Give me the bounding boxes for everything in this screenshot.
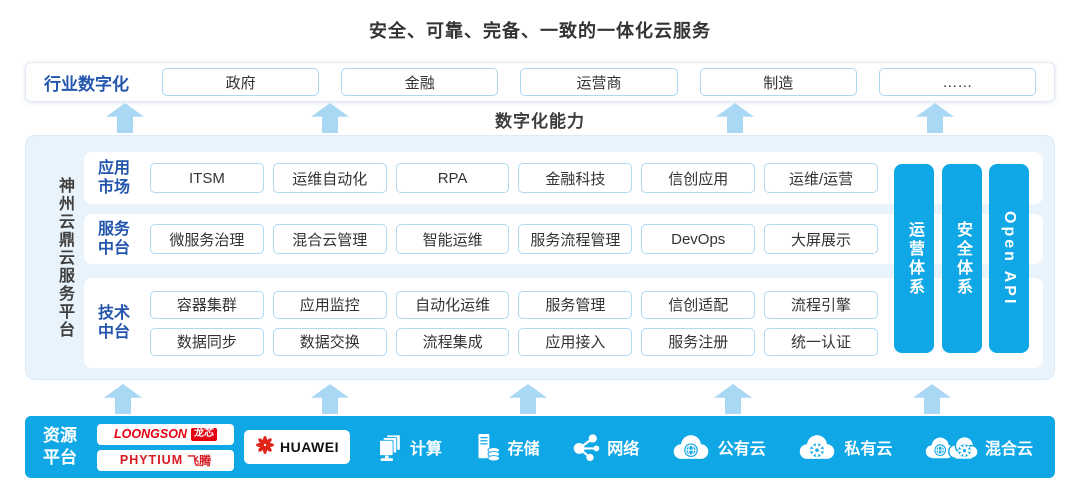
item-data-exchange: 数据交换 bbox=[272, 327, 387, 356]
industry-row: 行业数字化 政府 金融 运营商 制造 …… bbox=[25, 62, 1055, 102]
item-xinchuang-app: 信创应用 bbox=[641, 163, 756, 193]
up-arrow-icon bbox=[509, 384, 547, 414]
item-service-mgmt: 服务管理 bbox=[518, 290, 633, 319]
diagram-title: 安全、可靠、完备、一致的一体化云服务 bbox=[369, 21, 711, 41]
resource-label: 网络 bbox=[607, 441, 640, 458]
up-arrow-icon bbox=[714, 384, 752, 414]
service-platform-row: 服务中台 微服务治理 混合云管理 智能运维 服务流程管理 DevOps 大屏展示 bbox=[84, 214, 1043, 264]
loongson-logo: LOONGSON 龙芯 bbox=[97, 423, 234, 445]
resource-public-cloud: 公有云 bbox=[671, 433, 766, 461]
resource-storage: 存储 bbox=[474, 433, 540, 462]
resource-private-cloud: 私有云 bbox=[797, 433, 892, 461]
resource-label: 计算 bbox=[410, 441, 443, 458]
resource-platform-label: 资源平台 bbox=[43, 425, 77, 467]
network-icon bbox=[571, 433, 600, 462]
tech-platform-items-top: 容器集群 应用监控 自动化运维 服务管理 信创适配 流程引擎 bbox=[150, 290, 878, 319]
item-dashboard-display: 大屏展示 bbox=[764, 224, 878, 254]
resource-label: 存储 bbox=[507, 441, 540, 458]
loongson-cn-badge: 龙芯 bbox=[190, 427, 217, 441]
huawei-flower-icon bbox=[255, 435, 275, 460]
app-market-items: ITSM 运维自动化 RPA 金融科技 信创应用 运维/运营 bbox=[150, 163, 878, 193]
resource-compute: 计算 bbox=[376, 433, 442, 462]
service-platform-label: 服务中台 bbox=[98, 220, 131, 257]
app-market-label: 应用市场 bbox=[98, 159, 131, 196]
pillar-operation-system: 运营体系 bbox=[894, 164, 934, 353]
item-unified-auth: 统一认证 bbox=[764, 327, 878, 356]
item-fintech: 金融科技 bbox=[518, 163, 633, 193]
platform-panel: 神州云鼎云服务平台 应用市场 ITSM 运维自动化 RPA 金融科技 信创应用 … bbox=[25, 135, 1055, 380]
item-aiops: 智能运维 bbox=[395, 224, 510, 254]
huawei-wordmark: HUAWEI bbox=[280, 439, 339, 455]
industry-item-manufacturing: 制造 bbox=[699, 68, 857, 96]
resource-hybrid-cloud: 混合云 bbox=[924, 433, 1033, 461]
item-data-sync: 数据同步 bbox=[150, 327, 264, 356]
item-container-cluster: 容器集群 bbox=[150, 290, 264, 319]
resource-items: 计算 bbox=[376, 433, 1037, 462]
item-app-access: 应用接入 bbox=[518, 327, 633, 356]
up-arrow-icon bbox=[913, 384, 951, 414]
tech-platform-row: 技术中台 容器集群 应用监控 自动化运维 服务管理 信创适配 流程引擎 数据同步… bbox=[84, 278, 1043, 368]
resource-label: 私有云 bbox=[844, 441, 893, 458]
capability-label: 数字化能力 bbox=[495, 112, 585, 131]
item-hybrid-cloud-mgmt: 混合云管理 bbox=[272, 224, 387, 254]
private-cloud-icon bbox=[797, 433, 837, 461]
public-cloud-icon bbox=[671, 433, 711, 461]
up-arrow-icon bbox=[104, 384, 142, 414]
tech-platform-label: 技术中台 bbox=[98, 304, 131, 341]
item-xinchuang-adaptation: 信创适配 bbox=[641, 290, 756, 319]
pillar-security-system: 安全体系 bbox=[942, 164, 982, 353]
phytium-cn-label: 飞腾 bbox=[187, 453, 212, 468]
industry-item-telecom: 运营商 bbox=[520, 68, 678, 96]
industry-item-government: 政府 bbox=[162, 68, 320, 96]
item-app-monitoring: 应用监控 bbox=[272, 290, 387, 319]
phytium-logo: PHYTIUM 飞腾 bbox=[97, 449, 234, 471]
item-ops-operation: 运维/运营 bbox=[764, 163, 878, 193]
tech-platform-items-bottom: 数据同步 数据交换 流程集成 应用接入 服务注册 统一认证 bbox=[150, 327, 878, 356]
industry-row-label: 行业数字化 bbox=[44, 74, 129, 94]
industry-item-more: …… bbox=[878, 68, 1037, 96]
huawei-logo: HUAWEI bbox=[244, 430, 350, 464]
resource-label: 混合云 bbox=[984, 441, 1033, 458]
item-itsm: ITSM bbox=[150, 163, 264, 193]
item-ops-automation: 运维自动化 bbox=[272, 163, 387, 193]
service-platform-items: 微服务治理 混合云管理 智能运维 服务流程管理 DevOps 大屏展示 bbox=[150, 224, 878, 254]
resource-network: 网络 bbox=[571, 433, 639, 462]
industry-item-finance: 金融 bbox=[341, 68, 499, 96]
vendor-logos: LOONGSON 龙芯 PHYTIUM 飞腾 bbox=[97, 423, 234, 471]
phytium-wordmark: PHYTIUM bbox=[119, 453, 184, 467]
item-automated-ops: 自动化运维 bbox=[395, 290, 510, 319]
app-market-row: 应用市场 ITSM 运维自动化 RPA 金融科技 信创应用 运维/运营 bbox=[84, 152, 1043, 204]
storage-icon bbox=[474, 433, 501, 462]
item-microservice-governance: 微服务治理 bbox=[150, 224, 264, 254]
resource-label: 公有云 bbox=[717, 441, 766, 458]
item-process-integration: 流程集成 bbox=[395, 327, 510, 356]
industry-items: 政府 金融 运营商 制造 …… bbox=[162, 68, 1037, 96]
item-service-registry: 服务注册 bbox=[641, 327, 756, 356]
up-arrow-icon bbox=[311, 384, 349, 414]
pillar-open-api: Open API bbox=[989, 164, 1029, 353]
loongson-wordmark: LOONGSON bbox=[114, 427, 187, 441]
hybrid-cloud-icon bbox=[924, 433, 978, 461]
compute-icon bbox=[376, 433, 403, 462]
platform-side-label: 神州云鼎云服务平台 bbox=[56, 176, 73, 339]
tech-platform-items: 容器集群 应用监控 自动化运维 服务管理 信创适配 流程引擎 数据同步 数据交换… bbox=[150, 290, 878, 356]
item-process-engine: 流程引擎 bbox=[764, 290, 878, 319]
item-devops: DevOps bbox=[641, 224, 756, 254]
item-rpa: RPA bbox=[395, 163, 510, 193]
resource-platform-bar: 资源平台 LOONGSON 龙芯 PHYTIUM 飞腾 bbox=[25, 416, 1055, 478]
item-service-process-mgmt: 服务流程管理 bbox=[518, 224, 633, 254]
